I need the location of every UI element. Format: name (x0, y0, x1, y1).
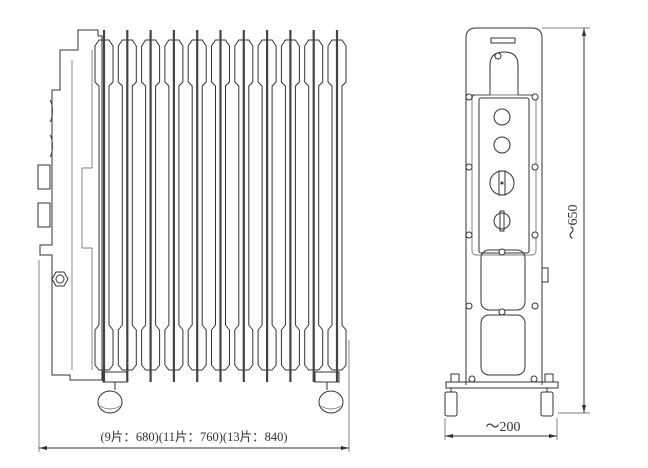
radiator-fin (117, 39, 137, 371)
radiator-fin (304, 39, 324, 371)
switch-knob (37, 202, 51, 228)
radiator-fin (94, 39, 114, 371)
width-dimension: (9片：680)(11片：760)(13片：840) (38, 260, 350, 452)
cord-outlet (541, 267, 549, 283)
radiator-fin (164, 39, 184, 371)
depth-dimension: ～200 (444, 418, 558, 440)
front-view: ～650 ～200 (444, 27, 590, 440)
control-housing (39, 29, 103, 381)
indicator-light (493, 136, 511, 154)
height-dimension-label: ～650 (566, 205, 581, 240)
cord-compartment (480, 249, 526, 311)
width-dimension-label: (9片：680)(11片：760)(13片：840) (100, 430, 287, 444)
dial-knob (49, 99, 53, 158)
depth-dimension-label: ～200 (486, 420, 521, 435)
indicator-light (493, 108, 511, 126)
hex-plug (51, 271, 69, 287)
height-dimension: ～650 (542, 27, 590, 414)
wheel-left (97, 371, 128, 414)
radiator-fin (141, 39, 161, 371)
side-view: (9片：680)(11片：760)(13片：840) (37, 29, 350, 452)
power-switch-knob (493, 212, 511, 230)
radiator-fin (234, 39, 254, 371)
wheel-right (314, 371, 344, 414)
base-bar (445, 381, 559, 389)
front-wheel-left (444, 373, 460, 417)
front-wheel-right (540, 373, 554, 417)
radiator-fin (257, 39, 277, 371)
label-plate (490, 37, 516, 44)
screws (465, 52, 539, 383)
radiator-fin (211, 39, 230, 371)
radiator-fins (94, 30, 347, 382)
front-outline (465, 27, 543, 385)
radiator-fin (327, 39, 347, 371)
radiator-fin (280, 39, 300, 371)
switch-knob (37, 164, 51, 190)
radiator-fin (187, 39, 207, 371)
